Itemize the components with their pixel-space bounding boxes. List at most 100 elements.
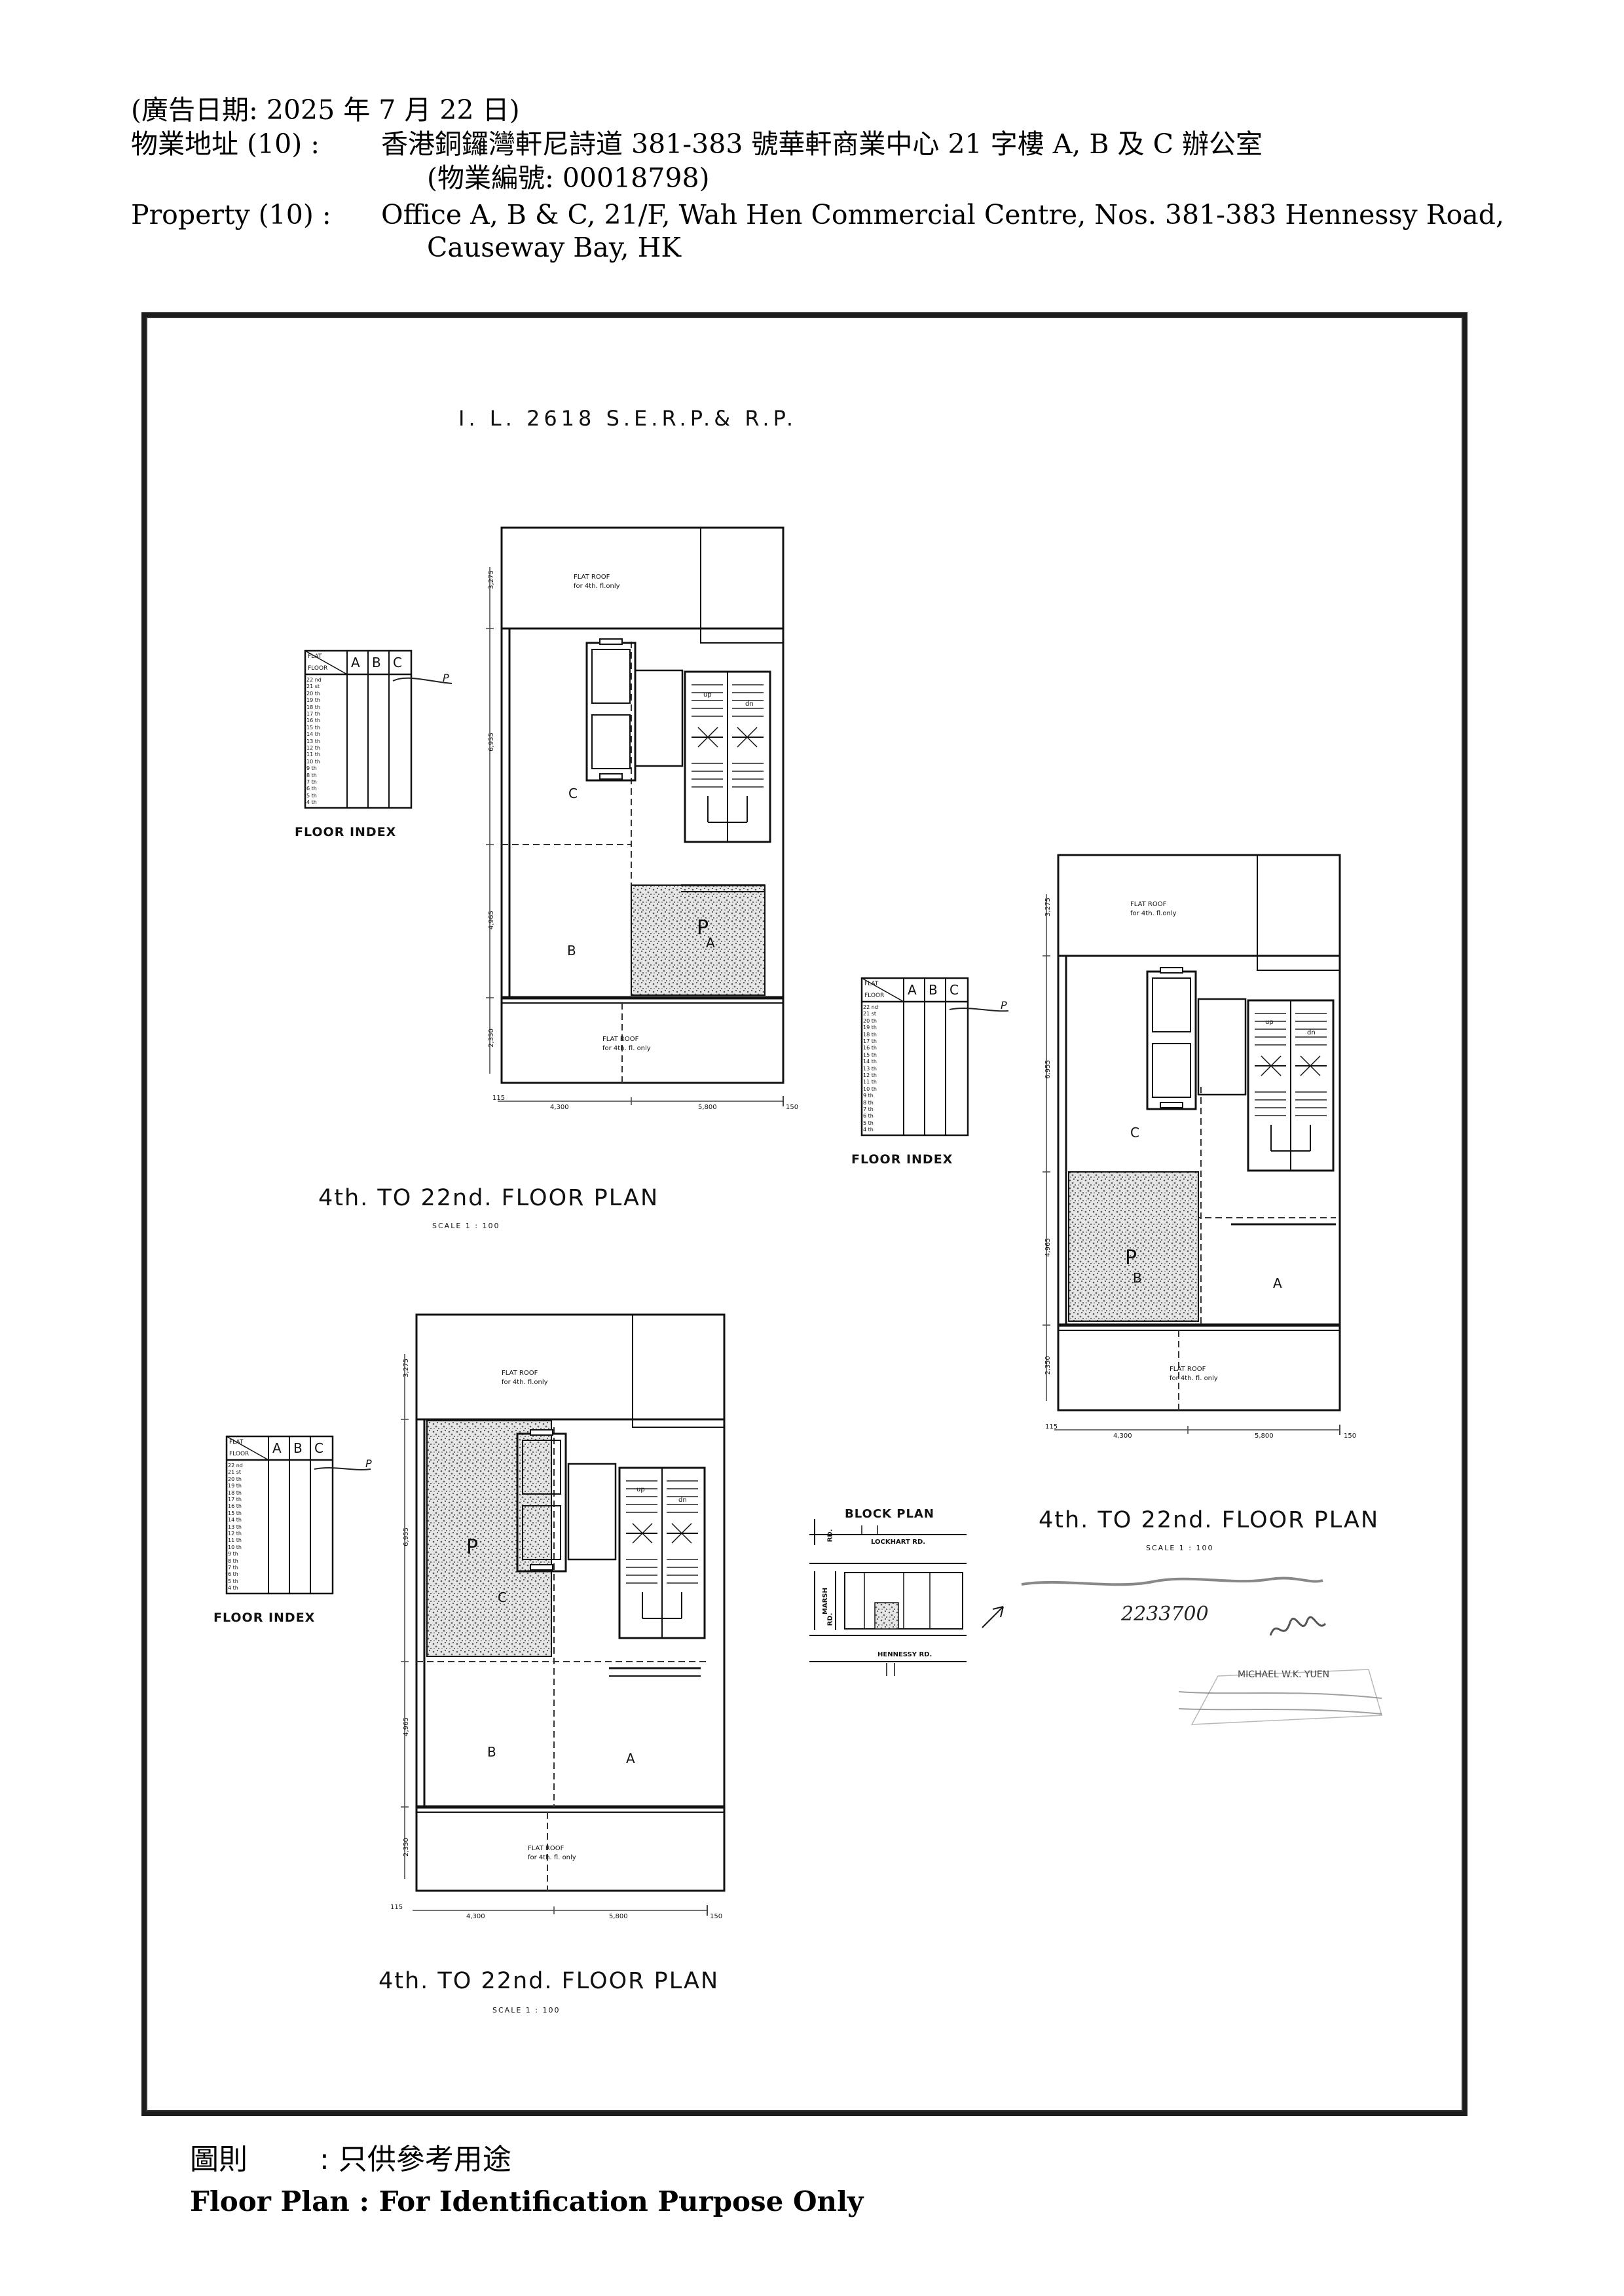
plan2-stair-up: up: [1265, 1019, 1274, 1026]
floor-index-1-row: 13 th: [306, 738, 320, 744]
address-en-label: Property (10) :: [131, 199, 331, 230]
floor-index-3-row: 18 th: [228, 1489, 242, 1496]
floor-index-2-row: 16 th: [863, 1045, 877, 1051]
floor-index-3-label: FLOOR INDEX: [213, 1611, 316, 1625]
plan3-dim-width1: 4,300: [466, 1913, 485, 1920]
plan2-stair-dn: dn: [1307, 1029, 1316, 1036]
plan3-dim-left-edge: 115: [390, 1904, 403, 1911]
floor-index-2-row: 18 th: [863, 1031, 877, 1038]
plan3-scale: SCALE 1 : 100: [492, 2006, 561, 2014]
block-plan-title: BLOCK PLAN: [845, 1507, 934, 1521]
floor-index-1-row: 5 th: [306, 792, 317, 799]
plan3-dim-bottom: 2,350: [402, 1838, 410, 1857]
plan3-dim-top: 3,275: [402, 1358, 410, 1377]
floor-index-2-row: 17 th: [863, 1038, 877, 1044]
floor-index-2-row: 10 th: [863, 1085, 877, 1092]
floor-index-1-floor: FLOOR: [308, 665, 328, 672]
ad-date: (廣告日期: 2025 年 7 月 22 日): [131, 94, 520, 126]
plan1-stair-up: up: [703, 691, 712, 699]
floor-index-2-col-c: C: [950, 982, 959, 998]
floor-index-2-row: 4 th: [863, 1127, 874, 1133]
floor-index-2-col-a: A: [908, 982, 917, 998]
plan1-dim-lower: 4,965: [487, 911, 495, 930]
plan2-dim-right-edge: 150: [1344, 1432, 1357, 1440]
address-en-line2: Causeway Bay, HK: [427, 232, 681, 263]
footer-zh: 圖則: 只供參考用途: [190, 2136, 511, 2178]
floor-index-3-row: 13 th: [228, 1523, 242, 1530]
floor-index-3-row: 16 th: [228, 1503, 242, 1510]
floor-index-1-row: 21 st: [306, 683, 320, 690]
floor-index-1-row: 9 th: [306, 765, 317, 772]
plan2-flat-roof-bottom: FLAT ROOF: [1170, 1366, 1206, 1373]
plan1-flat-roof-bottom-sub: for 4th. fl. only: [602, 1045, 651, 1052]
floor-index-1-row: 8 th: [306, 772, 317, 778]
floor-index-2-row: 22 nd: [863, 1004, 878, 1010]
floor-index-2-floor: FLOOR: [864, 993, 885, 999]
plan2-dim-upper: 6,955: [1044, 1060, 1052, 1079]
floor-index-2-col-b: B: [929, 982, 938, 998]
property-number: (物業編號: 00018798): [427, 162, 710, 194]
floor-index-2-row: 8 th: [863, 1099, 874, 1106]
floor-index-3-row: 10 th: [228, 1544, 242, 1550]
plan1-unit-a: A: [706, 935, 715, 951]
block-plan-road-marsh: MARSH: [821, 1588, 829, 1614]
floor-index-3-col-b: B: [293, 1440, 303, 1456]
floor-index-2-flat: FLAT: [864, 981, 879, 987]
plan2-dim-left-edge: 115: [1045, 1423, 1058, 1430]
plan1-unit-c: C: [568, 786, 578, 801]
floor-index-1-row: 7 th: [306, 779, 317, 785]
floor-index-1-row: 17 th: [306, 711, 320, 717]
plan2-unit-b: B: [1133, 1270, 1142, 1286]
plan2-title: 4th. TO 22nd. FLOOR PLAN: [1039, 1507, 1380, 1533]
address-zh-label: 物業地址 (10) :: [131, 128, 320, 160]
floor-index-1-col-c: C: [393, 655, 402, 670]
floor-index-2-row: 9 th: [863, 1093, 874, 1099]
plan1-dim-width1: 4,300: [550, 1104, 569, 1111]
plan2-dim-lower: 4,965: [1044, 1238, 1052, 1257]
block-plan-road-hennessy: HENNESSY RD.: [877, 1651, 932, 1658]
floor-index-1-row: 22 nd: [306, 677, 322, 683]
floor-index-2-row: 12 th: [863, 1072, 877, 1078]
floor-index-1-row: 4 th: [306, 799, 317, 806]
plan2-hatched-p: P: [1125, 1247, 1137, 1269]
plan3-unit-c: C: [498, 1590, 507, 1605]
floor-plan-2-graphics: [1043, 854, 1341, 1435]
floor-index-3-row: 11 th: [228, 1537, 242, 1544]
plan3-stair-up: up: [637, 1486, 645, 1493]
footer-en: Floor Plan : For Identification Purpose …: [190, 2185, 864, 2217]
plan2-dim-bottom: 2,350: [1044, 1356, 1052, 1375]
floor-index-3-row: 6 th: [228, 1571, 238, 1578]
plan2-scale: SCALE 1 : 100: [1146, 1544, 1214, 1552]
floor-index-3-col-c: C: [314, 1440, 323, 1456]
floor-index-2-row: 7 th: [863, 1106, 874, 1112]
block-plan-graphics: [809, 1519, 1004, 1676]
floor-index-3-row: 19 th: [228, 1483, 242, 1489]
floor-index-1-marker: P: [443, 672, 449, 684]
floor-index-1-row: 14 th: [306, 731, 320, 738]
floor-index-1-row: 10 th: [306, 758, 320, 765]
plan2-unit-c: C: [1130, 1125, 1139, 1140]
plan3-flat-roof-bottom-sub: for 4th. fl. only: [528, 1854, 576, 1861]
plan1-stair-dn: dn: [745, 701, 754, 708]
floor-index-1-row: 20 th: [306, 690, 320, 697]
floor-index-2-row: 19 th: [863, 1025, 877, 1031]
floor-index-3-row: 20 th: [228, 1476, 242, 1482]
floor-index-3-row: 5 th: [228, 1578, 238, 1584]
floor-plan-3-graphics: [401, 1313, 726, 1916]
plan2-dim-top: 3,275: [1044, 898, 1052, 917]
plan1-hatched-p: P: [697, 917, 709, 939]
floor-index-1-row: 11 th: [306, 752, 320, 758]
address-zh: 香港銅鑼灣軒尼詩道 381-383 號華軒商業中心 21 字樓 A, B 及 C…: [381, 128, 1263, 160]
block-plan-road-lockhart: LOCKHART RD.: [871, 1539, 926, 1546]
floor-index-1-row: 6 th: [306, 786, 317, 792]
plan1-dim-upper: 6,955: [487, 733, 495, 752]
floor-index-1-col-b: B: [372, 655, 381, 670]
plan2-flat-roof-bottom-sub: for 4th. fl. only: [1170, 1375, 1218, 1382]
plan3-flat-roof-top-sub: for 4th. fl.only: [502, 1379, 548, 1386]
plan3-dim-upper: 6,955: [402, 1527, 410, 1546]
plan3-title: 4th. TO 22nd. FLOOR PLAN: [378, 1968, 720, 1994]
plan1-flat-roof-top-sub: for 4th. fl.only: [574, 583, 620, 590]
lot-number: I. L. 2618 S.E.R.P.& R.P.: [458, 406, 798, 431]
floor-index-3-floor: FLOOR: [229, 1451, 249, 1457]
